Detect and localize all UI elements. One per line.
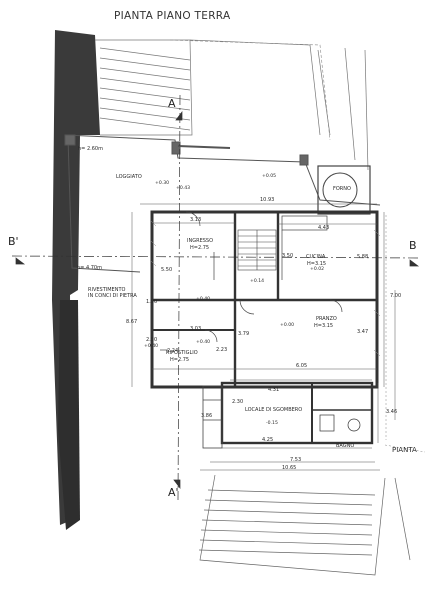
section-a-line — [173, 94, 183, 501]
elev-g: +0.00 — [280, 323, 295, 328]
room-label-pranzo: PRANZO — [316, 316, 337, 322]
elev-f: +0.14 — [250, 279, 265, 284]
room-height-ripostiglio: H=2.75 — [170, 357, 190, 363]
room-height-cucina: H=3.15 — [307, 261, 327, 267]
elev-a: +0.30 — [155, 181, 170, 186]
left-annex — [202, 385, 223, 449]
dim-4-25: 4.25 — [262, 437, 274, 443]
section-marker-b-right: B — [409, 239, 417, 252]
room-label-cucina: CUCINA — [306, 254, 326, 260]
dashed-outline — [169, 39, 331, 141]
room-label-forno: FORNO — [333, 186, 351, 192]
dim-2-50: 2.50 — [146, 337, 158, 343]
dim-3-13: 3.13 — [190, 217, 202, 223]
dim-4-31: 4.31 — [268, 387, 280, 393]
dim-7-53: 7.53 — [290, 457, 302, 463]
elev-j: -0.15 — [266, 421, 278, 426]
note-pianta: PIANTA — [392, 446, 417, 454]
dim-3-46: 3.46 — [386, 409, 398, 415]
dim-5-50: 5.50 — [161, 267, 173, 273]
room-label-bagno: BAGNO — [336, 443, 355, 449]
section-b-line — [11, 255, 421, 267]
interior-stair — [237, 229, 277, 271]
dim-2-30: 2.30 — [232, 399, 244, 405]
room-height-ingresso: H=2.75 — [190, 245, 210, 251]
dim-4-43: 4.43 — [318, 225, 330, 231]
dim-3-47: 3.47 — [357, 329, 369, 335]
note-h-side: h= 4.70m — [77, 265, 102, 271]
loggiato-area — [64, 134, 381, 273]
elev-d: +0.40 — [196, 297, 211, 302]
dim-2-23: 2.23 — [216, 347, 228, 353]
dim-3-79: 3.79 — [238, 331, 250, 337]
elev-b: +0.43 — [176, 186, 191, 191]
section-marker-a-top: A — [168, 97, 176, 110]
forno — [317, 165, 371, 215]
room-label-loggiato: LOGGIATO — [116, 174, 142, 180]
elev-e: +0.02 — [310, 267, 325, 272]
note-rivestimento: RIVESTIMENTO — [88, 287, 126, 293]
room-height-pranzo: H=3.15 — [314, 323, 334, 329]
dim-7-00: 7.00 — [390, 293, 402, 299]
lower-rooms — [220, 381, 374, 445]
note-conci-pietra: IN CONCI DI PIETRA — [88, 293, 137, 299]
dim-8-67: 8.67 — [126, 319, 138, 325]
wall-hatch — [149, 219, 381, 357]
note-h-loggiato: h= 2.60m — [78, 146, 103, 152]
upper-ramp — [95, 39, 369, 171]
lower-ramp — [198, 474, 411, 576]
dim-2-24: 2.24 — [167, 348, 179, 354]
dim-10-65: 10.65 — [282, 465, 297, 471]
building-walls — [150, 210, 379, 389]
dim-5-88: 5.88 — [357, 254, 369, 260]
dim-3-03: 3.03 — [190, 326, 202, 332]
elev-h: +0.40 — [196, 340, 211, 345]
elev-i: +0.40 — [144, 344, 159, 349]
dim-6-05: 6.05 — [296, 363, 308, 369]
dimension-lines — [131, 203, 396, 471]
room-label-ripostiglio: RIPOSTIGLIO — [166, 350, 198, 356]
terrain-band-lower — [58, 300, 80, 530]
dim-3-86: 3.86 — [201, 413, 213, 419]
section-marker-b-left: B' — [8, 235, 19, 248]
kitchen-fixtures — [281, 215, 328, 280]
right-dashed — [384, 215, 426, 453]
dim-3-50: 3.50 — [282, 253, 294, 259]
section-marker-a-bottom: A' — [168, 486, 179, 499]
dim-1-90: 1.90 — [146, 299, 158, 305]
elev-c: +0.05 — [262, 174, 277, 179]
room-label-ingresso: INGRESSO — [187, 238, 214, 244]
room-label-sgombero: LOCALE DI SGOMBERO — [245, 407, 303, 413]
dim-10-93: 10.93 — [260, 197, 275, 203]
doors — [160, 211, 343, 351]
plan-title: PIANTA PIANO TERRA — [114, 10, 231, 22]
